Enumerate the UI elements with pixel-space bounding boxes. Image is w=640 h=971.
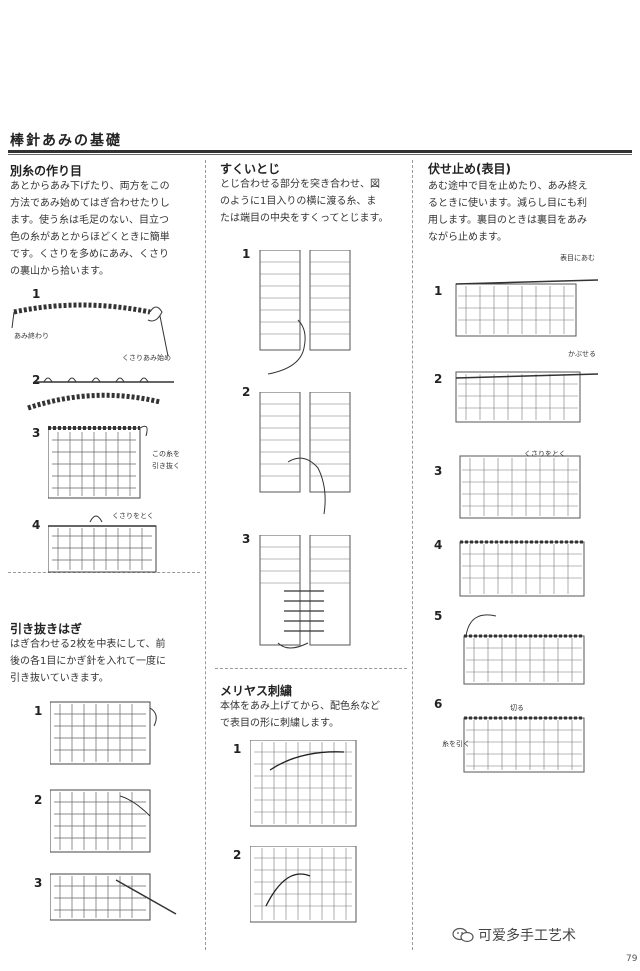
column-divider-left [205,160,206,950]
page-title: 棒針あみの基礎 [10,133,122,149]
illustration-pick-up-stitches [27,377,174,411]
illustration-bind-off-4 [459,540,585,597]
step-number: 1 [32,287,41,301]
section-heading-bind-off: 伏せ止め(表目) [428,162,511,176]
wechat-icon [452,927,474,943]
step-number: 3 [34,876,43,890]
step-number: 4 [434,538,443,552]
svg-text:くさりをとく: くさりをとく [112,512,154,520]
step-number: 2 [34,793,43,807]
step-number: 1 [434,284,443,298]
column-divider-right [412,160,413,950]
section-heading-duplicate-stitch: メリヤス刺繍 [220,684,293,698]
step-number: 2 [32,373,41,387]
brand-name: 可爱多手工艺术 [478,928,576,944]
illustration-mattress-3 [259,535,351,649]
svg-text:この糸を: この糸を [152,449,180,458]
step-number: 1 [34,704,43,718]
svg-text:切る: 切る [510,704,524,712]
text-mattress: とじ合わせる部分を突き合わせ、図 のように1目入りの横に渡る糸、ま たは端目の中… [220,179,389,224]
svg-text:糸を引く: 糸を引く [442,739,470,748]
text-pull-through: はぎ合わせる2枚を中表にして、前 後の各1目にかぎ針を入れて一度に 引き抜いてい… [10,639,167,684]
illustration-undo-chain: くさりをとく [48,512,157,573]
page-number: 79 [626,954,638,964]
svg-text:引き抜く: 引き抜く [152,461,180,470]
step-number: 6 [434,697,443,711]
text-separate-yarn: あとからあみ下げたり、両方をこの 方法であみ始めてはぎ合わせたりし ます。使う糸… [10,181,170,277]
illustration-bind-off-2: かぶせる [455,350,599,423]
step-number: 3 [242,532,251,546]
step-number: 4 [32,518,41,532]
section-heading-mattress: すくいとじ [220,162,281,176]
section-heading-separate-yarn: 別糸の作り目 [10,164,83,178]
illustration-duplicate-stitch-1 [250,740,357,827]
step-number: 1 [242,247,251,261]
step-number: 2 [242,385,251,399]
illustration-bind-off-1: 表目にあむ [455,253,599,337]
step-number: 1 [233,742,242,756]
illustration-bind-off-3: くさりをとく [459,450,581,519]
title-rule-thick [8,150,632,153]
title-rule-thin [8,154,632,155]
illustration-pull-through-1 [50,701,157,765]
illustration-bind-off-6: 切る 糸を引く [442,704,585,773]
illustration-pull-through-2 [50,789,151,853]
illustration-mattress-2 [259,392,351,515]
footer-brand: 可爱多手工艺术 [452,925,576,945]
section-heading-pull-through: 引き抜きはぎ [10,622,83,636]
step-number: 2 [233,848,242,862]
section-divider-middle [215,668,407,669]
svg-text:表目にあむ: 表目にあむ [560,253,595,262]
illustration-duplicate-stitch-2 [250,846,357,923]
illustration-pull-through-3 [50,873,177,921]
illustration-knit-fabric: この糸を 引き抜く [48,425,180,499]
svg-text:くさりをとく: くさりをとく [524,450,566,458]
svg-text:くさりあみ始め: くさりあみ始め [122,353,171,362]
svg-text:かぶせる: かぶせる [568,350,596,358]
svg-text:あみ終わり: あみ終わり [14,331,49,340]
step-number: 2 [434,372,443,386]
illustration-bind-off-5 [463,614,585,685]
text-duplicate-stitch: 本体をあみ上げてから、配色糸など で表目の形に刺繍します。 [220,701,380,729]
illustration-mattress-1 [259,250,351,375]
illustration-chain-cast-on: あみ終わり くさりあみ始め [11,302,171,362]
step-number: 3 [434,464,443,478]
step-number: 5 [434,609,443,623]
step-number: 3 [32,426,41,440]
text-bind-off: あむ途中で目を止めたり、あみ終え るときに使います。減らし目にも利 用します。裏… [428,181,588,243]
